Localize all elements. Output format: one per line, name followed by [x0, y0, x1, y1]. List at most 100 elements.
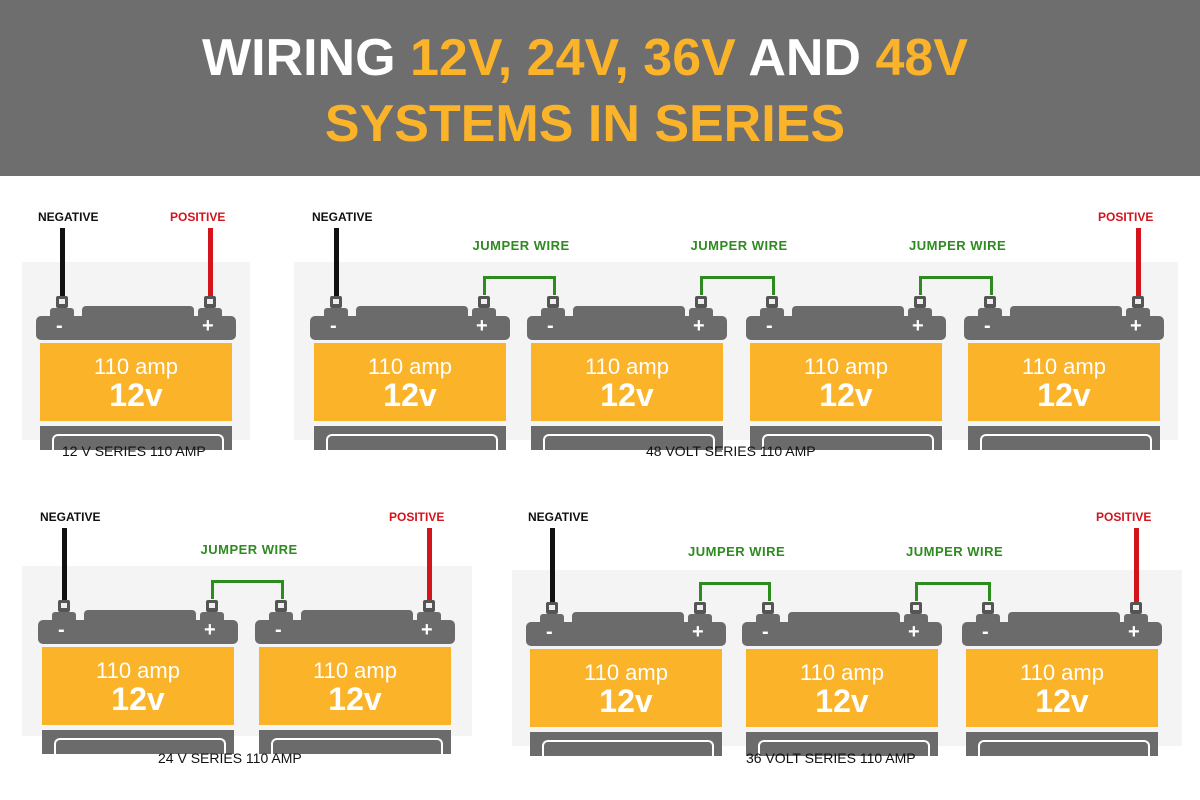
positive-terminal — [689, 296, 713, 316]
negative-terminal — [756, 602, 780, 622]
positive-label: POSITIVE — [389, 510, 445, 524]
title-line-2: SYSTEMS IN SERIES — [324, 95, 846, 153]
battery-voltage: 12v — [1037, 377, 1091, 413]
plus-sign: + — [202, 315, 214, 337]
battery-capacity: 110 amp — [800, 660, 884, 685]
plus-sign: + — [204, 619, 216, 641]
negative-terminal — [52, 600, 76, 620]
battery-vent — [572, 612, 684, 624]
battery-capacity: 110 amp — [368, 354, 452, 379]
battery-capacity: 110 amp — [584, 660, 668, 685]
battery-vent — [301, 610, 413, 622]
title-line-1: WIRING 12V, 24V, 36V AND 48V — [0, 30, 1170, 86]
battery-base — [531, 426, 723, 456]
battery-vent — [82, 306, 194, 318]
battery-lid — [527, 316, 727, 340]
battery-lid — [310, 316, 510, 340]
negative-wire — [550, 528, 555, 602]
header-banner: WIRING 12V, 24V, 36V AND 48V SYSTEMS IN … — [0, 0, 1200, 176]
diagram-caption: 24 V SERIES 110 AMP — [158, 750, 302, 766]
positive-terminal — [472, 296, 496, 316]
battery-lid — [746, 316, 946, 340]
battery-lid — [255, 620, 455, 644]
negative-terminal — [976, 602, 1000, 622]
minus-sign: - — [547, 315, 554, 337]
battery-base — [314, 426, 506, 456]
battery-base — [530, 732, 722, 762]
positive-wire — [208, 228, 213, 296]
battery-lid — [964, 316, 1164, 340]
negative-terminal — [978, 296, 1002, 316]
negative-label: NEGATIVE — [40, 510, 101, 524]
jumper-wire-label: JUMPER WIRE — [472, 238, 570, 253]
plus-sign: + — [476, 315, 488, 337]
jumper-wire — [700, 276, 775, 295]
minus-sign: - — [762, 621, 769, 643]
battery-voltage: 12v — [599, 683, 653, 719]
minus-sign: - — [982, 621, 989, 643]
battery-base — [968, 426, 1160, 456]
battery-lid — [962, 622, 1162, 646]
positive-terminal — [904, 602, 928, 622]
jumper-wire-label: JUMPER WIRE — [909, 238, 1007, 253]
minus-sign: - — [56, 315, 63, 337]
battery-base — [40, 426, 232, 456]
plus-sign: + — [912, 315, 924, 337]
minus-sign: - — [330, 315, 337, 337]
plus-sign: + — [693, 315, 705, 337]
jumper-wire-label: JUMPER WIRE — [200, 542, 298, 557]
title-text-and: AND — [735, 29, 876, 87]
positive-terminal — [688, 602, 712, 622]
jumper-wire — [699, 582, 771, 601]
jumper-wire-label: JUMPER WIRE — [906, 544, 1004, 559]
battery-base — [750, 426, 942, 456]
battery-voltage: 12v — [328, 681, 382, 717]
battery-voltage: 12v — [109, 377, 163, 413]
minus-sign: - — [766, 315, 773, 337]
jumper-wire — [211, 580, 284, 599]
minus-sign: - — [984, 315, 991, 337]
title-voltage-48: 48V — [875, 29, 968, 87]
battery-voltage: 12v — [600, 377, 654, 413]
battery-vent — [1010, 306, 1122, 318]
battery-base — [746, 732, 938, 762]
positive-label: POSITIVE — [1098, 210, 1154, 224]
battery-voltage: 12v — [819, 377, 873, 413]
diagram-caption: 36 VOLT SERIES 110 AMP — [746, 750, 916, 766]
negative-terminal — [760, 296, 784, 316]
negative-label: NEGATIVE — [38, 210, 99, 224]
plus-sign: + — [1128, 621, 1140, 643]
battery-base — [966, 732, 1158, 762]
battery-lid — [36, 316, 236, 340]
battery-capacity: 110 amp — [1022, 354, 1106, 379]
positive-wire — [1134, 528, 1139, 602]
battery-capacity: 110 amp — [94, 354, 178, 379]
positive-terminal — [1126, 296, 1150, 316]
battery-capacity: 110 amp — [96, 658, 180, 683]
jumper-wire-label: JUMPER WIRE — [688, 544, 786, 559]
positive-wire — [1136, 228, 1141, 296]
positive-label: POSITIVE — [170, 210, 226, 224]
jumper-wire — [915, 582, 991, 601]
battery-base — [42, 730, 234, 760]
negative-terminal — [269, 600, 293, 620]
negative-terminal — [540, 602, 564, 622]
positive-wire — [427, 528, 432, 600]
